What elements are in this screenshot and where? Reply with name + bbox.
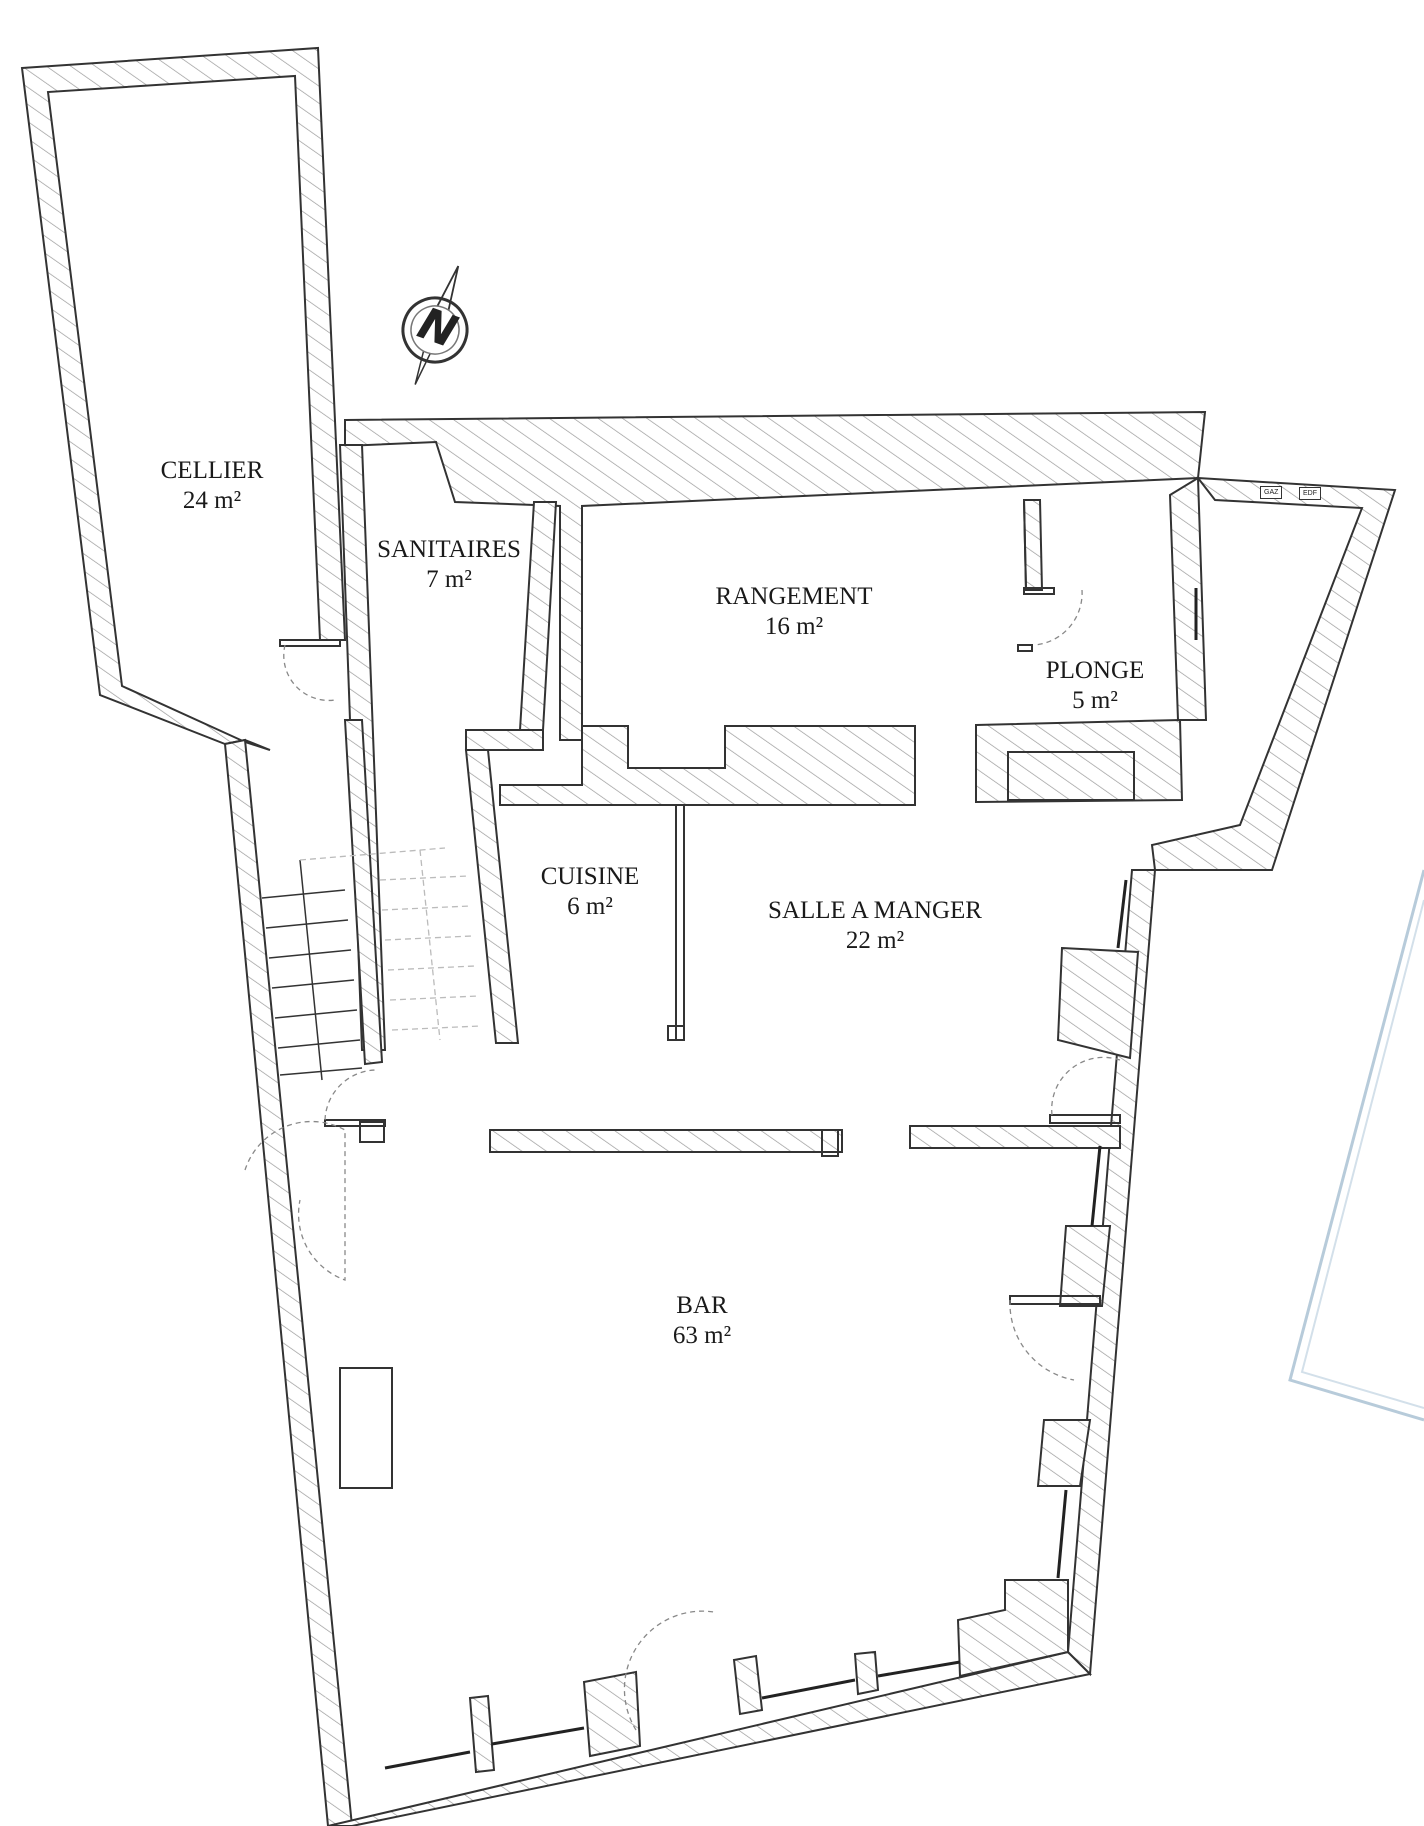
bottom-pier-1 — [582, 1670, 642, 1758]
north-arrow-inner — [410, 305, 460, 355]
interior-walls — [338, 444, 1208, 1774]
room-cuisine-area: 6 m² — [567, 893, 613, 920]
room-plonge-area: 5 m² — [1072, 687, 1118, 714]
room-plonge: PLONGE 5 m² — [1046, 656, 1145, 716]
divider-wall-left — [489, 1129, 843, 1153]
salle-column — [1056, 946, 1140, 1060]
room-sanitaires-name: SANITAIRES — [377, 536, 521, 563]
room-rangement-name: RANGEMENT — [715, 583, 873, 610]
bar-column-1 — [1058, 1225, 1112, 1307]
room-cuisine: CUISINE 6 m² — [541, 862, 640, 922]
meter-gaz: GAZ — [1260, 486, 1283, 499]
north-arrow — [401, 265, 469, 385]
room-salle-a-manger-name: SALLE A MANGER — [768, 897, 982, 924]
bottom-wall — [327, 1650, 1093, 1826]
left-wall — [223, 738, 354, 1826]
meter-edf: EDF — [1299, 487, 1321, 500]
sanitaires-right-wall — [518, 501, 558, 731]
bottom-pier-2 — [732, 1654, 764, 1716]
bottom-pier-4 — [468, 1694, 496, 1774]
bottom-pier-3 — [853, 1650, 880, 1696]
rangement-bottom-wall — [499, 725, 916, 806]
room-cellier-name: CELLIER — [160, 457, 264, 484]
plonge-wall — [975, 718, 1184, 804]
top-wall — [344, 410, 1207, 741]
sanitaires-bottom-wall — [465, 729, 544, 751]
cellier-wall — [20, 46, 347, 751]
bar-column-2 — [1036, 1419, 1092, 1487]
room-rangement: RANGEMENT 16 m² — [716, 582, 873, 642]
room-sanitaires: SANITAIRES 7 m² — [377, 535, 521, 595]
room-bar-name: BAR — [676, 1292, 728, 1319]
outer-walls — [20, 46, 1397, 1826]
room-plonge-name: PLONGE — [1045, 657, 1145, 684]
room-salle-a-manger-area: 22 m² — [845, 927, 905, 954]
divider-wall-right — [909, 1125, 1121, 1149]
room-bar-area: 63 m² — [672, 1322, 732, 1349]
room-sanitaires-area: 7 m² — [426, 566, 472, 593]
staircase — [261, 847, 481, 1081]
room-bar: BAR 63 m² — [673, 1291, 731, 1351]
parcel-outline — [1288, 869, 1424, 1422]
cuisine-left-wall — [464, 749, 520, 1044]
doors — [244, 589, 1121, 1731]
stair-wall — [343, 719, 384, 1066]
room-salle-a-manger: SALLE A MANGER 22 m² — [768, 896, 982, 956]
annex-wall — [1150, 476, 1397, 871]
room-cuisine-name: CUISINE — [540, 863, 640, 890]
room-rangement-area: 16 m² — [764, 613, 824, 640]
bar-corner — [956, 1579, 1069, 1678]
windows — [384, 588, 1198, 1770]
room-cellier: CELLIER 24 m² — [161, 456, 264, 516]
plonge-right-wall — [1168, 476, 1208, 721]
room-cellier-area: 24 m² — [182, 487, 242, 514]
north-arrow-ring — [401, 296, 469, 364]
